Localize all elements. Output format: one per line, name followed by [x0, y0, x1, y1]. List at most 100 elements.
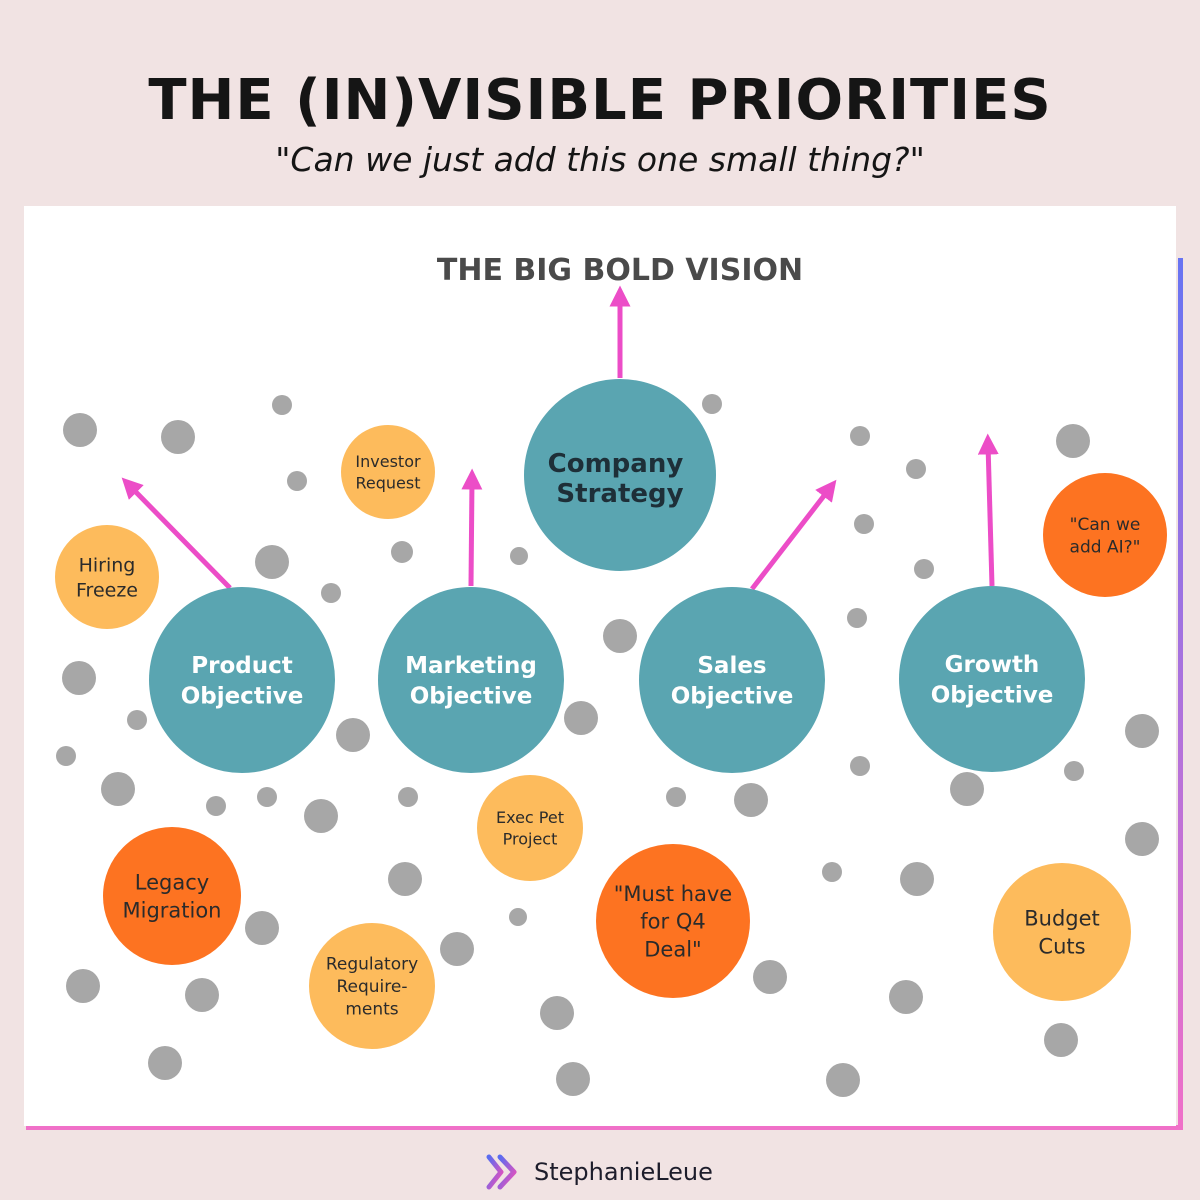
noise-dot	[257, 787, 277, 807]
noise-dot	[148, 1046, 182, 1080]
noise-dot	[850, 426, 870, 446]
noise-dot	[66, 969, 100, 1003]
company-strategy-node: Company Strategy	[524, 379, 716, 571]
strategy-line: Company	[548, 449, 684, 479]
major-distraction-node-line: Deal"	[644, 937, 701, 961]
noise-dot	[63, 413, 97, 447]
minor-distraction-node-line: Regulatory	[326, 955, 418, 975]
noise-dot	[510, 547, 528, 565]
major-distraction-node-line: Legacy	[135, 871, 209, 895]
minor-distraction-node-line: Freeze	[76, 579, 138, 601]
sales-arrow	[750, 479, 837, 591]
noise-dot	[734, 783, 768, 817]
marketing-arrow	[461, 468, 483, 587]
double-chevron-logo-icon	[486, 1154, 517, 1190]
noise-dot	[1064, 761, 1084, 781]
objective-node-line: Objective	[931, 682, 1054, 708]
noise-dot	[56, 746, 76, 766]
minor-distraction-node-line: Hiring	[79, 554, 136, 576]
major-distraction-node-line: "Must have	[614, 882, 732, 906]
minor-distraction-node-line: ments	[345, 1000, 398, 1020]
major-distraction-node-line: "Can we	[1070, 515, 1141, 535]
noise-dot	[540, 996, 574, 1030]
noise-dot	[287, 471, 307, 491]
noise-dots	[56, 394, 1159, 1097]
frame-right-border	[1178, 258, 1183, 1130]
noise-dot	[1125, 822, 1159, 856]
major-distraction-node-line: add AI?"	[1070, 537, 1141, 557]
minor-distraction-node-line: Investor	[355, 452, 421, 471]
noise-dot	[391, 541, 413, 563]
minor-distraction-node-line: Project	[503, 829, 558, 848]
noise-dot	[556, 1062, 590, 1096]
frame-bottom-border	[26, 1125, 1183, 1130]
noise-dot	[185, 978, 219, 1012]
noise-dot	[906, 459, 926, 479]
major-distraction-node-line: Migration	[122, 898, 221, 922]
minor-distraction-node-line: Budget	[1024, 907, 1100, 931]
page-subtitle: "Can we just add this one small thing?"	[275, 140, 925, 179]
noise-dot	[304, 799, 338, 833]
noise-dot	[336, 718, 370, 752]
noise-dot	[272, 395, 292, 415]
page-title: THE (IN)VISIBLE PRIORITIES	[148, 68, 1052, 133]
noise-dot	[826, 1063, 860, 1097]
minor-distraction-node-line: Request	[356, 473, 421, 492]
noise-dot	[564, 701, 598, 735]
noise-dot	[1056, 424, 1090, 458]
objective-node-line: Objective	[181, 683, 304, 709]
minor-distraction-node-line: Require-	[336, 977, 407, 997]
brand: StephanieLeue	[486, 1152, 713, 1192]
noise-dot	[255, 545, 289, 579]
noise-dot	[854, 514, 874, 534]
objective-node-line: Growth	[945, 652, 1040, 678]
noise-dot	[206, 796, 226, 816]
noise-dot	[509, 908, 527, 926]
objective-node-line: Product	[191, 653, 292, 679]
noise-dot	[847, 608, 867, 628]
product-arrow	[121, 477, 232, 590]
noise-dot	[914, 559, 934, 579]
noise-dot	[62, 661, 96, 695]
vision-label: THE BIG BOLD VISION	[437, 253, 803, 288]
noise-dot	[603, 619, 637, 653]
svg-text:Company Strategy: Company Strategy	[548, 449, 693, 509]
noise-dot	[321, 583, 341, 603]
noise-dot	[398, 787, 418, 807]
noise-dot	[388, 862, 422, 896]
noise-dot	[702, 394, 722, 414]
objective-node-line: Marketing	[405, 653, 537, 679]
arrows	[121, 285, 999, 591]
noise-dot	[1125, 714, 1159, 748]
noise-dot	[666, 787, 686, 807]
noise-dot	[127, 710, 147, 730]
objective-node-line: Sales	[697, 653, 766, 679]
objective-node-line: Objective	[410, 683, 533, 709]
minor-distraction-node-line: Cuts	[1038, 934, 1085, 958]
minor-distraction-node-line: Exec Pet	[496, 808, 564, 827]
